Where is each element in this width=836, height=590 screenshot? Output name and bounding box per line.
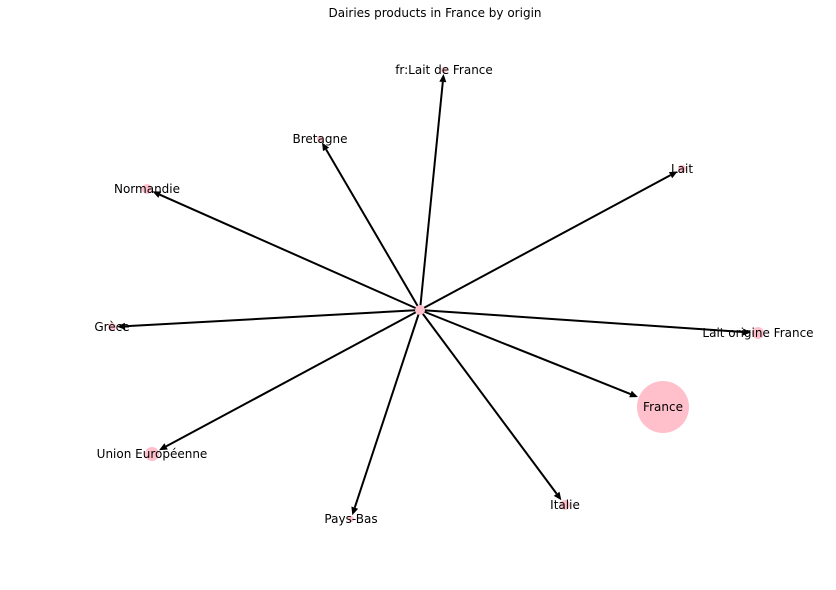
node-label-italie: Italie bbox=[550, 498, 580, 512]
arrowhead-france bbox=[629, 390, 638, 398]
edge-pays-bas bbox=[353, 309, 421, 508]
node-label-grece: Grèce bbox=[94, 320, 129, 334]
node-label-bretagne: Bretagne bbox=[293, 132, 348, 146]
edges-layer bbox=[117, 74, 751, 516]
node-lait bbox=[678, 165, 686, 173]
node-label-union-europeenne: Union Européenne bbox=[97, 447, 208, 461]
arrowhead-fr-lait-de-france bbox=[439, 74, 447, 83]
edge-normandie bbox=[159, 193, 421, 311]
node-label-lait-origine-france: Lait origine France bbox=[702, 326, 813, 340]
diagram-title: Dairies products in France by origin bbox=[328, 6, 541, 20]
node-pays-bas bbox=[348, 516, 354, 522]
node-italie bbox=[560, 500, 570, 510]
node-union-europeenne bbox=[145, 447, 159, 461]
node-bretagne bbox=[317, 136, 323, 142]
edge-italie bbox=[419, 309, 558, 495]
node-fr-lait-de-france bbox=[441, 67, 447, 73]
labels-layer: fr:Lait de FranceBretagneLaitNormandieGr… bbox=[94, 63, 813, 526]
arrowhead-bretagne bbox=[322, 142, 330, 152]
node-lait-origine-france bbox=[752, 327, 764, 339]
edge-france bbox=[419, 309, 631, 395]
nodes-layer bbox=[108, 67, 764, 522]
arrowhead-italie bbox=[553, 491, 562, 501]
node-label-pays-bas: Pays-Bas bbox=[324, 512, 377, 526]
arrowhead-pays-bas bbox=[351, 506, 359, 516]
arrowhead-grece bbox=[117, 322, 126, 330]
node-label-lait: Lait bbox=[671, 162, 693, 176]
arrowhead-union-europeenne bbox=[159, 443, 168, 451]
arrowhead-lait bbox=[668, 171, 678, 179]
edge-lait bbox=[419, 174, 672, 311]
edge-grece bbox=[124, 309, 421, 328]
node-label-normandie: Normandie bbox=[114, 182, 180, 196]
node-france bbox=[637, 381, 689, 433]
arrowhead-normandie bbox=[152, 191, 162, 198]
node-grece bbox=[108, 323, 116, 331]
node-center bbox=[415, 305, 425, 315]
node-normandie bbox=[142, 184, 152, 194]
edge-fr-lait-de-france bbox=[419, 81, 444, 311]
arrowhead-lait-origine-france bbox=[742, 328, 751, 336]
edge-union-europeenne bbox=[165, 309, 421, 448]
edge-bretagne bbox=[325, 148, 421, 311]
node-label-fr-lait-de-france: fr:Lait de France bbox=[395, 63, 493, 77]
edge-lait-origine-france bbox=[419, 309, 744, 333]
node-label-france: France bbox=[643, 400, 683, 414]
